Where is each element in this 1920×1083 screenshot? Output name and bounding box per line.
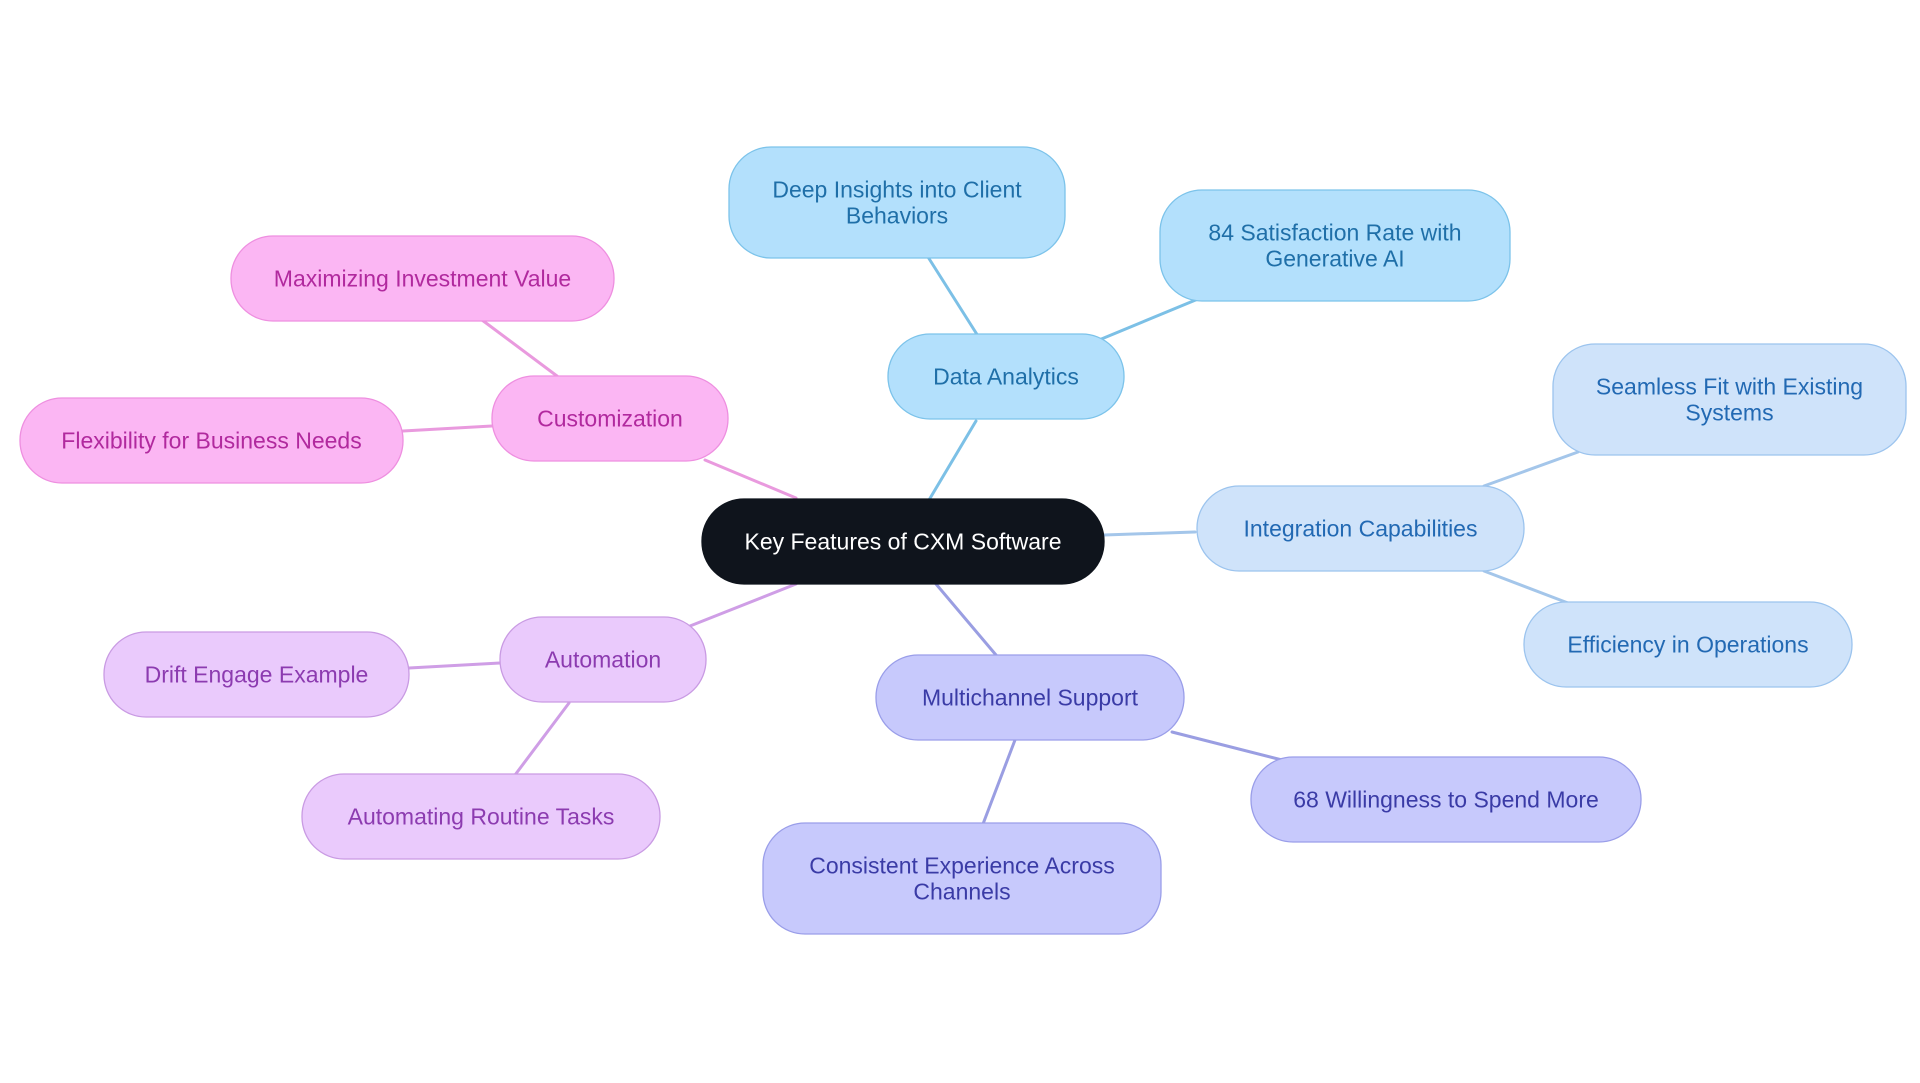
connector-integration-capabilities — [1102, 530, 1197, 537]
node-box-consistent-experience — [762, 822, 1162, 935]
node-label-automating-tasks: Automating Routine Tasks — [348, 804, 615, 830]
connector-deep-insights — [926, 255, 980, 338]
node-label-consistent-experience-line-1: Consistent Experience Across — [809, 853, 1115, 879]
node-box-data-analytics — [887, 333, 1125, 420]
node-label-willingness-spend: 68 Willingness to Spend More — [1293, 787, 1599, 813]
connector-satisfaction-rate — [1097, 297, 1200, 342]
node-box-drift-engage — [103, 631, 410, 718]
node-box-root — [701, 498, 1105, 585]
connector-lines — [401, 255, 1580, 826]
connector-seamless-fit — [1482, 450, 1580, 488]
node-box-customization — [491, 375, 729, 462]
node-label-maximizing-value: Maximizing Investment Value — [274, 266, 571, 292]
node-label-consistent-experience-line-2: Channels — [913, 879, 1010, 905]
node-flexibility-needs: Flexibility for Business Needs — [19, 397, 404, 484]
node-automating-tasks: Automating Routine Tasks — [301, 773, 661, 860]
node-box-multichannel-support — [875, 654, 1185, 741]
node-box-seamless-fit — [1552, 343, 1907, 456]
node-customization: Customization — [491, 375, 729, 462]
connector-automating-tasks — [513, 701, 571, 777]
node-box-satisfaction-rate — [1159, 189, 1511, 302]
connector-multichannel-support — [934, 582, 998, 657]
node-label-satisfaction-rate-line-2: Generative AI — [1265, 246, 1404, 272]
node-data-analytics: Data Analytics — [887, 333, 1125, 420]
node-box-flexibility-needs — [19, 397, 404, 484]
connector-automation — [688, 582, 798, 628]
node-label-seamless-fit-line-1: Seamless Fit with Existing — [1596, 374, 1863, 400]
node-label-deep-insights-line-1: Deep Insights into Client — [772, 177, 1022, 203]
connector-drift-engage — [407, 661, 502, 670]
node-label-multichannel-support: Multichannel Support — [922, 685, 1139, 711]
node-maximizing-value: Maximizing Investment Value — [230, 235, 615, 322]
node-label-drift-engage: Drift Engage Example — [145, 662, 369, 688]
mind-map-nodes: Key Features of CXM Software Data Analyti… — [19, 146, 1907, 935]
connector-customization — [703, 458, 798, 500]
node-willingness-spend: 68 Willingness to Spend More — [1250, 756, 1642, 843]
node-label-efficiency-operations: Efficiency in Operations — [1567, 632, 1808, 658]
node-label-automation: Automation — [545, 647, 661, 673]
node-label-flexibility-needs: Flexibility for Business Needs — [61, 428, 361, 454]
node-automation: Automation — [499, 616, 707, 703]
connector-consistent-experience — [981, 738, 1017, 826]
node-label-data-analytics: Data Analytics — [933, 364, 1079, 390]
node-box-integration-capabilities — [1196, 485, 1525, 572]
node-label-seamless-fit-line-2: Systems — [1685, 400, 1773, 426]
connector-flexibility-needs — [401, 424, 494, 433]
connector-data-analytics — [927, 419, 978, 502]
node-label-deep-insights-line-2: Behaviors — [846, 203, 948, 229]
connector-efficiency-operations — [1482, 569, 1570, 605]
node-drift-engage: Drift Engage Example — [103, 631, 410, 718]
node-label-integration-capabilities: Integration Capabilities — [1244, 516, 1478, 542]
node-integration-capabilities: Integration Capabilities — [1196, 485, 1525, 572]
connector-maximizing-value — [480, 318, 559, 378]
node-label-satisfaction-rate-line-1: 84 Satisfaction Rate with — [1208, 220, 1461, 246]
node-efficiency-operations: Efficiency in Operations — [1523, 601, 1853, 688]
node-box-automating-tasks — [301, 773, 661, 860]
node-multichannel-support: Multichannel Support — [875, 654, 1185, 741]
node-box-maximizing-value — [230, 235, 615, 322]
node-label-root: Key Features of CXM Software — [744, 529, 1061, 555]
connector-willingness-spend — [1170, 730, 1284, 762]
node-box-efficiency-operations — [1523, 601, 1853, 688]
node-label-customization: Customization — [537, 406, 683, 432]
node-box-willingness-spend — [1250, 756, 1642, 843]
node-box-deep-insights — [728, 146, 1066, 259]
node-root: Key Features of CXM Software — [701, 498, 1105, 585]
node-box-automation — [499, 616, 707, 703]
